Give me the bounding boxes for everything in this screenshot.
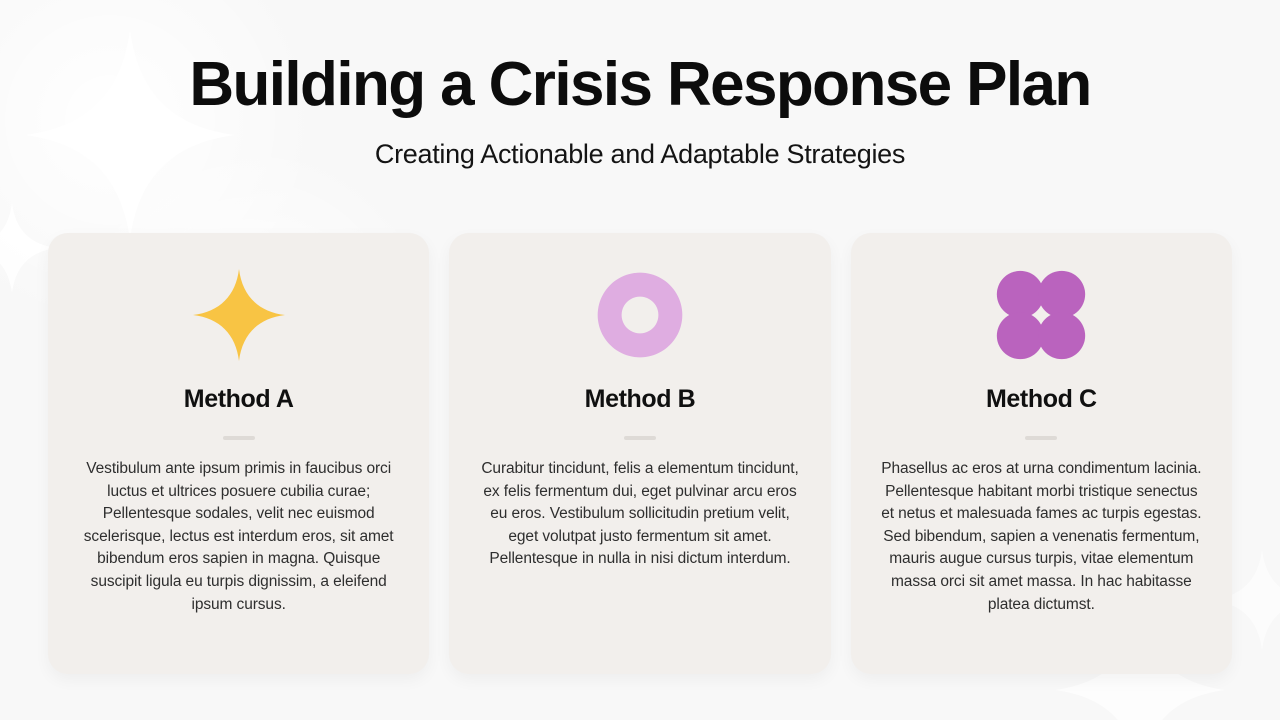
card-divider: [1025, 436, 1058, 440]
four-pointed-star-icon: [192, 269, 285, 361]
page-subtitle: Creating Actionable and Adaptable Strate…: [374, 139, 906, 170]
page-title: Building a Crisis Response Plan: [189, 50, 1092, 119]
method-card-body: Phasellus ac eros at urna condimentum la…: [881, 460, 1202, 613]
card-divider: [623, 436, 656, 440]
method-card-body: Curabitur tincidunt, felis a elementum t…: [481, 460, 799, 568]
donut-ring-icon: [597, 272, 683, 358]
method-card-list: Method A Vestibulum ante ipsum primis in…: [48, 233, 1232, 674]
method-card[interactable]: Method C Phasellus ac eros at urna condi…: [850, 233, 1232, 674]
method-card[interactable]: Method A Vestibulum ante ipsum primis in…: [48, 233, 430, 674]
method-card-title: Method C: [985, 385, 1097, 413]
method-card-title: Method B: [584, 385, 696, 413]
method-card-body: Vestibulum ante ipsum primis in faucibus…: [83, 460, 394, 613]
method-card[interactable]: Method B Curabitur tincidunt, felis a el…: [449, 233, 831, 674]
slide-header: Building a Crisis Response Plan Creating…: [0, 0, 1280, 170]
card-divider: [222, 436, 255, 440]
method-card-title: Method A: [183, 385, 294, 413]
quatrefoil-clover-icon: [997, 270, 1086, 360]
